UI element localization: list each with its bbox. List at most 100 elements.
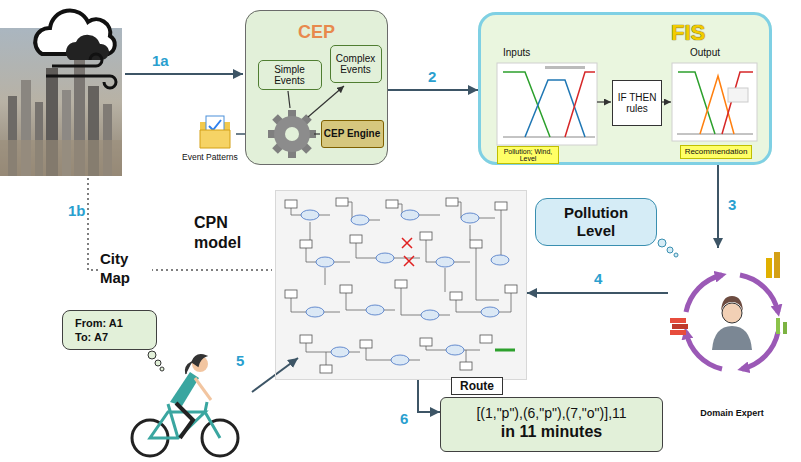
step-number: 1b	[68, 202, 86, 219]
cpn-net-illustration	[360, 340, 372, 348]
cpn-net-illustration	[402, 238, 414, 266]
input-membership-chart	[497, 63, 597, 145]
cpn-net-illustration	[336, 198, 348, 206]
domain-expert-illustration	[722, 303, 742, 323]
box-label: Domain Expert	[668, 408, 796, 418]
cpn-net-illustration	[421, 310, 439, 320]
cpn-net-illustration	[470, 240, 482, 248]
box-label: CPN model	[194, 213, 268, 253]
request-bubble-trail	[160, 367, 164, 371]
expert-figure: Domain Expert	[668, 248, 796, 420]
step-number: 2	[428, 68, 436, 85]
weather-icon	[35, 10, 116, 88]
cpn-net-illustration	[395, 280, 407, 288]
fis-internal-arrows	[662, 101, 671, 102]
cpn-net-illustration	[306, 307, 324, 317]
domain-expert-illustration	[672, 324, 688, 329]
fis-internal-arrows	[597, 101, 611, 102]
domain-expert-illustration	[766, 258, 772, 278]
step-number: 1a	[152, 52, 169, 69]
cpn-net-illustration	[495, 349, 515, 352]
link-label: City Map	[98, 250, 152, 288]
cpn-net-illustration	[340, 285, 352, 293]
cpn-net-illustration	[301, 210, 319, 220]
cpn-net-illustration	[436, 257, 454, 267]
cpn-net-illustration	[275, 190, 527, 380]
domain-expert-illustration	[670, 318, 686, 323]
domain-expert-illustration	[740, 275, 778, 312]
cep-internal-lines	[308, 86, 344, 117]
step-number: 3	[728, 196, 736, 213]
cpn-net-illustration	[460, 362, 472, 370]
domain-expert-illustration	[686, 275, 778, 369]
weather-icon	[66, 35, 109, 60]
cpn-net-illustration	[301, 210, 509, 365]
domain-expert-illustration	[776, 318, 780, 334]
cep-panel: CEPSimple EventsComplex EventsCEP Engine	[245, 10, 388, 165]
event-patterns-icon	[200, 116, 230, 148]
cpn-net-illustration	[300, 335, 312, 343]
pollution-bubble-trail	[667, 247, 673, 253]
input-membership-chart	[497, 63, 597, 145]
box-label: From: A1 To: A7	[75, 316, 134, 345]
input-membership-chart	[503, 137, 595, 138]
request-bubble-trail	[148, 351, 164, 371]
input-membership-chart	[503, 72, 550, 137]
step-number: 5	[236, 352, 244, 369]
pollution-bubble-trail	[658, 239, 666, 247]
box-label: Route	[451, 377, 503, 395]
pollution-bubble-trail	[674, 253, 678, 257]
cep-internal-lines	[314, 133, 320, 134]
cpn-net-illustration	[275, 190, 527, 380]
domain-expert-illustration	[783, 322, 787, 334]
output-membership-chart	[728, 88, 748, 102]
box-label: [(1,"p"),(6,"p"),(7,"o")],11	[449, 405, 654, 421]
route-result-box: Route[(1,"p"),(6,"p"),(7,"o")],11in 11 m…	[440, 397, 663, 452]
box-label: Pollution; Wind, Level	[498, 148, 558, 163]
fis-panel-fill	[478, 12, 772, 165]
domain-expert-illustration	[670, 330, 686, 335]
domain-expert-illustration	[774, 252, 780, 278]
cpn-net-illustration	[350, 235, 362, 243]
request-bubble: From: A1 To: A7	[62, 310, 157, 350]
cyclist-illustration	[170, 372, 199, 406]
box-label: Complex Events	[331, 53, 381, 75]
cep-gear	[285, 127, 299, 141]
cpn-net-illustration	[450, 292, 462, 300]
input-membership-chart	[525, 80, 585, 137]
box-label: Pollution Level	[546, 204, 646, 240]
cyclist-illustration	[150, 402, 220, 438]
thought-bubble: Pollution Level	[535, 198, 657, 246]
cpn-net-illustration	[420, 338, 432, 346]
cpn-net-illustration	[386, 200, 398, 208]
box-label: CEP Engine	[324, 128, 381, 139]
box-label: Simple Events	[259, 64, 321, 86]
weather-icon	[46, 54, 116, 88]
flow-arrow	[388, 89, 478, 91]
rules-box: IF THEN rules	[612, 80, 662, 126]
cpn-net-illustration	[446, 345, 464, 355]
chart-heading: Output	[690, 47, 720, 58]
cyclist-illustration	[176, 403, 193, 438]
fis-panel-fill	[478, 12, 772, 165]
cpn-net-illustration	[420, 232, 432, 240]
cpn-net-illustration	[320, 365, 332, 373]
domain-expert-illustration	[670, 252, 787, 369]
cpn-net-illustration	[300, 240, 312, 248]
cep-gear	[274, 116, 310, 152]
cep-panel-fill	[245, 10, 388, 165]
cpn-net-illustration	[481, 307, 499, 317]
flow-arrow	[418, 380, 440, 412]
event-box: Simple Events	[258, 60, 322, 90]
input-arrow	[125, 74, 243, 75]
output-membership-chart	[700, 76, 734, 134]
cyclist-illustration	[132, 355, 238, 456]
cpn-net-illustration	[391, 355, 409, 365]
input-membership-chart	[565, 72, 595, 137]
output-tag: Recommendation	[680, 145, 752, 159]
box-label: in 11 minutes	[449, 423, 654, 441]
cpn-net-illustration	[285, 198, 517, 373]
